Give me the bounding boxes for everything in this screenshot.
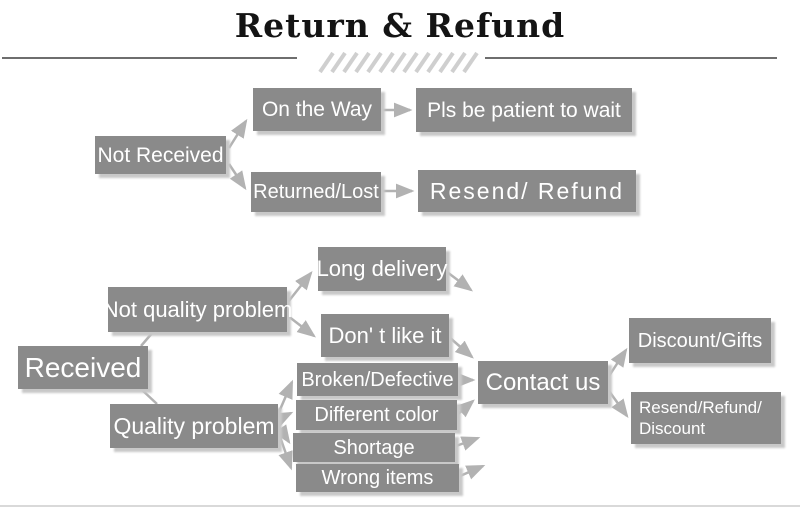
node-not-received: Not Received: [95, 136, 226, 174]
node-long-delivery: Long delivery: [317, 247, 447, 291]
node-quality-problem: Quality problem: [110, 404, 278, 448]
arrow-notquality-longdelivery: [287, 271, 313, 303]
header-hatch-decoration: [318, 51, 479, 74]
node-resend-refund-discount-line1: Resend/Refund/: [639, 397, 762, 417]
connector-received-quality: [140, 388, 158, 405]
arrow-longdelivery-contactus: [446, 271, 473, 292]
connector-received-notquality: [140, 331, 154, 347]
page-title: Return & Refund: [234, 6, 566, 45]
node-different-color: Different color: [296, 400, 457, 430]
node-broken-defective: Broken/Defective: [297, 363, 458, 396]
arrow-contactus-resenddiscount: [607, 390, 629, 419]
node-contact-us: Contact us: [478, 361, 608, 404]
arrow-quality-shortage: [273, 424, 291, 445]
node-resend-refund: Resend/ Refund: [418, 170, 636, 212]
arrow-notquality-dontlikeit: [287, 315, 316, 338]
arrow-contactus-discountgifts: [607, 347, 628, 377]
arrow-quality-wrongitems: [277, 433, 293, 471]
node-dont-like-it: Don' t like it: [321, 314, 449, 357]
arrow-dontlikeit-contactus: [448, 336, 474, 359]
node-wrong-items: Wrong items: [296, 464, 459, 492]
arrow-notreceived-ontheway: [227, 118, 248, 149]
node-resend-refund-discount-line2: Discount: [639, 419, 706, 438]
arrow-diffcolor-contactus: [455, 399, 475, 418]
node-on-the-way: On the Way: [253, 88, 381, 131]
node-received: Received: [18, 346, 148, 389]
arrow-shortage-contactus: [455, 436, 481, 451]
arrow-quality-broken: [277, 379, 294, 413]
arrow-notreceived-returnedlost: [227, 163, 247, 191]
node-resend-refund-discount: Resend/Refund/ Discount: [631, 392, 781, 444]
node-not-quality-problem: Not quality problem: [103, 287, 292, 332]
arrow-quality-diffcolor: [273, 411, 294, 427]
node-discount-gifts: Discount/Gifts: [629, 318, 771, 363]
node-returned-lost: Returned/Lost: [251, 172, 381, 212]
node-shortage: Shortage: [293, 433, 455, 462]
node-pls-be-patient: Pls be patient to wait: [416, 88, 632, 132]
arrow-wrongitems-contactus: [459, 464, 486, 480]
